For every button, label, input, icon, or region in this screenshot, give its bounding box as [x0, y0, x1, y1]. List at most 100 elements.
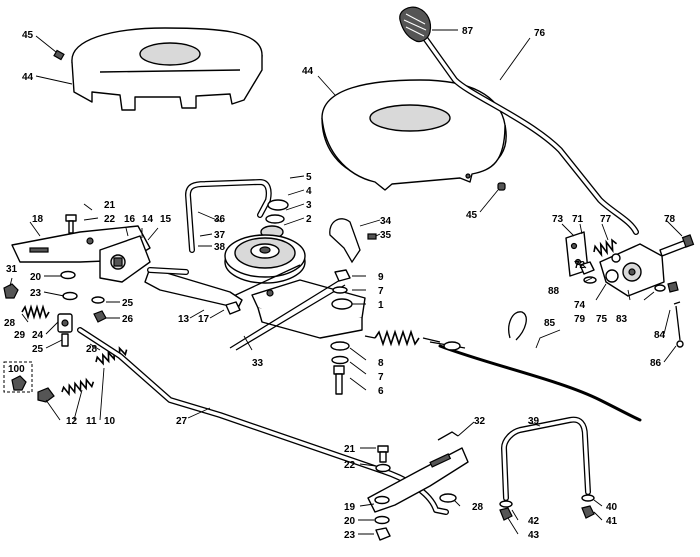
idler-arm-1	[251, 279, 366, 339]
screw-45-cover	[497, 182, 506, 191]
label-20-top: 20	[30, 272, 42, 283]
belt-guide-33	[224, 264, 346, 351]
nut-100-boxed	[3, 361, 33, 393]
label-22-bottom: 22	[344, 460, 356, 471]
label-36: 36	[214, 214, 226, 225]
label-33: 33	[252, 358, 264, 369]
label-27: 27	[176, 416, 188, 427]
label-7-upper: 7	[378, 286, 384, 297]
rod-13-link	[147, 267, 189, 275]
label-2: 2	[306, 214, 312, 225]
label-15: 15	[160, 214, 172, 225]
label-28-bottom: 28	[472, 502, 484, 513]
tension-spring-centre	[364, 329, 441, 347]
bolt-35	[367, 233, 377, 240]
washers-25-26	[91, 296, 107, 323]
pulley-cover-large	[321, 79, 507, 191]
label-23-top: 23	[30, 288, 42, 299]
nut-31	[3, 283, 19, 299]
label-35: 35	[380, 230, 392, 241]
label-28-left: 28	[4, 318, 16, 329]
nut-12	[37, 387, 55, 403]
label-4: 4	[306, 186, 312, 197]
pulley-2	[224, 234, 306, 284]
label-34: 34	[380, 216, 392, 227]
label-77: 77	[600, 214, 612, 225]
lever-assembly-right	[599, 243, 665, 297]
leader-lines	[9, 29, 683, 535]
label-12: 12	[66, 416, 78, 427]
label-29: 29	[14, 330, 26, 341]
nuts-40-41	[581, 494, 595, 519]
washers-20-23-lower	[374, 515, 391, 541]
spring-77	[593, 238, 618, 258]
label-39: 39	[528, 416, 540, 427]
lever-14-16	[99, 235, 151, 283]
washer-28-lower	[439, 493, 457, 503]
label-18: 18	[32, 214, 44, 225]
label-41: 41	[606, 516, 618, 527]
label-17: 17	[198, 314, 210, 325]
label-23-bottom: 23	[344, 530, 356, 541]
label-79: 79	[574, 314, 586, 325]
label-19: 19	[344, 502, 356, 513]
label-43: 43	[528, 530, 540, 541]
label-38: 38	[214, 242, 226, 253]
label-10: 10	[104, 416, 116, 427]
label-31: 31	[6, 264, 18, 275]
label-1: 1	[378, 300, 384, 311]
screw-45-top	[53, 49, 65, 61]
label-40: 40	[606, 502, 618, 513]
bolt-6-stack	[330, 341, 350, 395]
label-72: 72	[574, 260, 586, 271]
label-13: 13	[178, 314, 190, 325]
label-21-bottom: 21	[344, 444, 356, 455]
label-85: 85	[544, 318, 556, 329]
label-100: 100	[8, 364, 25, 375]
label-76: 76	[534, 28, 546, 39]
bracket-36	[185, 179, 272, 253]
label-22-top: 22	[104, 214, 116, 225]
spring-clip-34	[329, 218, 361, 264]
pin-32	[437, 431, 459, 441]
label-84: 84	[654, 330, 666, 341]
label-25-bottom: 25	[32, 344, 44, 355]
label-16: 16	[124, 214, 136, 225]
label-37: 37	[214, 230, 226, 241]
label-87: 87	[462, 26, 474, 37]
label-73: 73	[552, 214, 564, 225]
bolt-78	[659, 234, 695, 257]
label-24: 24	[32, 330, 44, 341]
label-5: 5	[306, 172, 312, 183]
label-6: 6	[378, 386, 384, 397]
pedal-bracket-19	[367, 447, 469, 513]
label-3: 3	[306, 200, 312, 211]
lever-plate-13	[144, 267, 243, 309]
label-42: 42	[528, 516, 540, 527]
engagement-lever	[399, 6, 639, 235]
label-32: 32	[474, 416, 486, 427]
label-44-right: 44	[302, 66, 314, 77]
label-44-top: 44	[22, 72, 34, 83]
spring-29	[21, 304, 50, 320]
label-28-mid: 28	[86, 344, 98, 355]
label-45-right: 45	[466, 210, 478, 221]
label-86: 86	[650, 358, 662, 369]
label-75: 75	[596, 314, 608, 325]
pin-86	[673, 301, 684, 348]
bolt-21-22-lower	[375, 445, 391, 473]
label-21-top: 21	[104, 200, 116, 211]
screw-21-top	[65, 214, 77, 234]
label-78: 78	[664, 214, 676, 225]
block-24	[57, 313, 73, 347]
bolt-9-7-stack	[332, 269, 351, 294]
label-88: 88	[548, 286, 560, 297]
springs-10-11	[61, 346, 128, 397]
label-9: 9	[378, 272, 384, 283]
pulley-cover-small	[71, 27, 263, 111]
label-83: 83	[616, 314, 628, 325]
label-45-top: 45	[22, 30, 34, 41]
washers-83-84	[654, 281, 679, 293]
label-74: 74	[574, 300, 586, 311]
